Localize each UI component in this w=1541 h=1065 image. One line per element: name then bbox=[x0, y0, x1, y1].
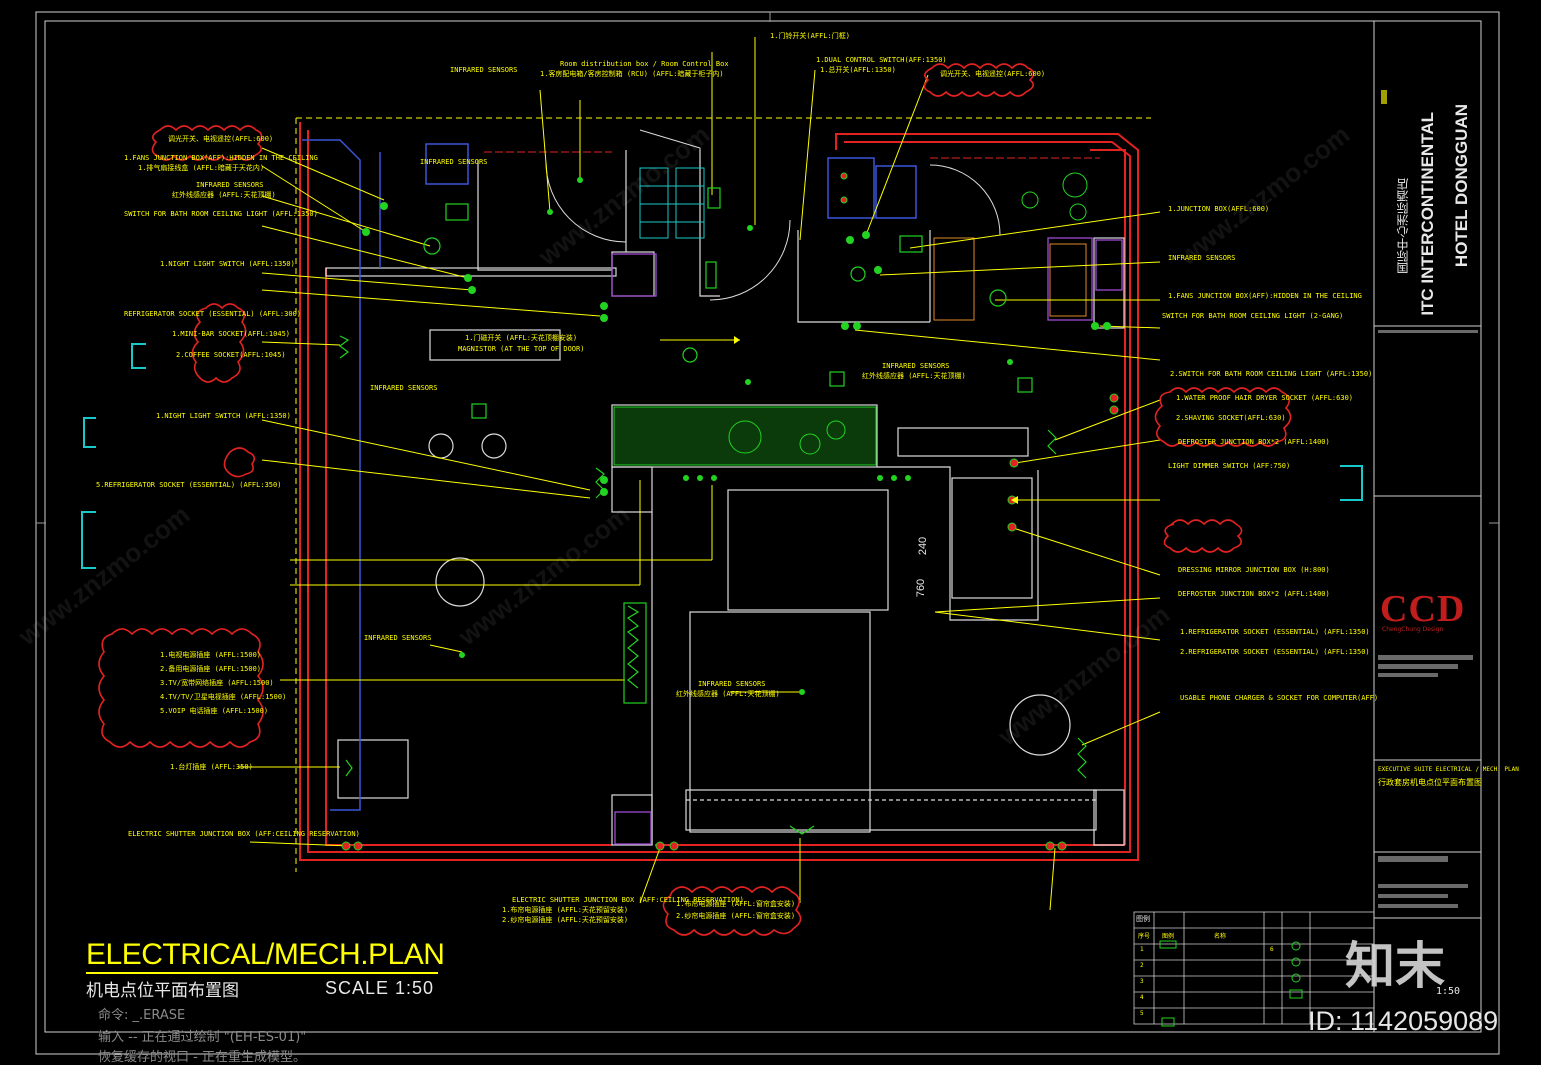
dimension-label: 240 bbox=[917, 536, 930, 556]
annotation: 调光开关、电视遥控(AFFL:600) bbox=[940, 70, 1046, 78]
sheet-name-cn: 行政套房机电点位平面布置图 bbox=[1378, 778, 1482, 787]
legend-row-number: 5 bbox=[1140, 1010, 1144, 1017]
annotation: 5.REFRIGERATOR SOCKET (ESSENTIAL) (AFFL:… bbox=[96, 481, 282, 489]
legend-row-number: 3 bbox=[1140, 978, 1144, 985]
legend-row-number: 2 bbox=[1140, 962, 1144, 969]
legend-header: 名称 bbox=[1214, 933, 1227, 940]
annotation: 1.门磁开关 (AFFL:天花顶棚安装) bbox=[465, 334, 578, 342]
annotation: INFRARED SENSORS bbox=[882, 362, 950, 370]
legend-row-number: 4 bbox=[1140, 994, 1144, 1001]
annotation: 3.TV/宽带网络插座 (AFFL:1500) bbox=[160, 679, 274, 687]
annotation: INFRARED SENSORS bbox=[364, 634, 432, 642]
annotation: 1.MINI-BAR SOCKET(AFFL:1045) bbox=[172, 330, 291, 338]
annotation: 1.台灯插座 (AFFL:350) bbox=[170, 763, 253, 771]
drawing-title-cn: 机电点位平面布置图 bbox=[86, 981, 239, 1001]
legend-header: 序号 bbox=[1138, 933, 1151, 940]
annotation: 1.布帘电源插座 (AFFL:窗帘盒安装) bbox=[676, 900, 796, 908]
annotation: 1.总开关(AFFL:1350) bbox=[820, 66, 896, 74]
annotation: INFRARED SENSORS bbox=[698, 680, 766, 688]
firm-logo: CCD bbox=[1380, 588, 1466, 630]
annotation: REFRIGERATOR SOCKET (ESSENTIAL) (AFFL:30… bbox=[124, 310, 302, 318]
project-name-en: HOTEL DONGGUAN bbox=[1452, 104, 1471, 268]
annotation: 1.布帘电源插座 (AFFL:天花预留安装) bbox=[502, 906, 629, 914]
sheet-name-en: EXECUTIVE SUITE ELECTRICAL / MECH. PLAN bbox=[1378, 766, 1519, 773]
annotation: DRESSING MIRROR JUNCTION BOX (H:800) bbox=[1178, 566, 1330, 574]
annotation: 1.WATER PROOF HAIR DRYER SOCKET (AFFL:63… bbox=[1176, 394, 1354, 402]
annotation: 红外线感应器 (AFFL:天花顶棚) bbox=[676, 690, 780, 698]
annotation: 1.客房配电箱/客房控制箱 (RCU) (AFFL:暗藏于柜子内) bbox=[540, 70, 724, 78]
annotation: 1.NIGHT LIGHT SWITCH (AFFL:1350) bbox=[160, 260, 295, 268]
annotation: 1.NIGHT LIGHT SWITCH (AFFL:1350) bbox=[156, 412, 291, 420]
annotation: 1.门铃开关(AFFL:门框) bbox=[770, 32, 850, 40]
annotation: LIGHT DIMMER SWITCH (AFF:750) bbox=[1168, 462, 1291, 470]
annotation: 1.排气扇接线盒 (AFFL:暗藏于天花内) bbox=[138, 164, 265, 172]
command-line: 恢复缓存的视口 - 正在重生成模型。 bbox=[98, 1050, 306, 1065]
annotation: Room distribution box / Room Control Box bbox=[560, 60, 729, 68]
drawing-scale: SCALE 1:50 bbox=[325, 978, 435, 998]
annotation: USABLE PHONE CHARGER & SOCKET FOR COMPUT… bbox=[1180, 694, 1379, 702]
firm-logo-sub: ChengChung Design bbox=[1382, 626, 1444, 633]
legend-title: 图例 bbox=[1136, 915, 1150, 923]
watermark-id: ID: 1142059089 bbox=[1308, 1006, 1499, 1036]
annotation: 5.VOIP 电话插座 (AFFL:1500) bbox=[160, 707, 269, 715]
annotation: 2.纱帘电源插座 (AFFL:窗帘盒安装) bbox=[676, 912, 796, 920]
annotation: 2.SWITCH FOR BATH ROOM CEILING LIGHT (AF… bbox=[1170, 370, 1373, 378]
annotation: 2.SHAVING SOCKET(AFFL:630) bbox=[1176, 414, 1286, 422]
annotation: 1.电视电源插座 (AFFL:1500) bbox=[160, 651, 262, 659]
annotation: 红外线感应器 (AFFL:天花顶棚) bbox=[862, 372, 966, 380]
annotation: 2.备用电源插座 (AFFL:1500) bbox=[160, 665, 262, 673]
legend-header: 图例 bbox=[1162, 933, 1175, 940]
annotation: 1.FANS JUNCTION BOX(AFF):HIDDEN IN THE C… bbox=[1168, 292, 1362, 300]
annotation: 红外线感应器 (AFFL:天花顶棚) bbox=[172, 191, 276, 199]
annotation: 4.TV/TV/卫星电视插座 (AFFL:1500) bbox=[160, 693, 287, 701]
annotation: ELECTRIC SHUTTER JUNCTION BOX (AFF:CEILI… bbox=[128, 830, 360, 838]
annotation: INFRARED SENSORS bbox=[420, 158, 488, 166]
annotation: INFRARED SENSORS bbox=[370, 384, 438, 392]
annotation: 调光开关、电视遥控(AFFL:600) bbox=[168, 135, 274, 143]
annotation: 2.REFRIGERATOR SOCKET (ESSENTIAL) (AFFL:… bbox=[1180, 648, 1370, 656]
annotation: MAGNISTOR (AT THE TOP OF DOOR) bbox=[458, 345, 585, 353]
project-name-en: ITC INTERCONTINENTAL bbox=[1418, 112, 1437, 316]
annotation: ELECTRIC SHUTTER JUNCTION BOX (AFF:CEILI… bbox=[512, 896, 744, 904]
watermark-logo: 知末 bbox=[1345, 937, 1445, 995]
drawing-title: ELECTRICAL/MECH.PLAN bbox=[86, 938, 445, 971]
annotation: INFRARED SENSORS bbox=[450, 66, 518, 74]
command-line: 命令: _.ERASE bbox=[98, 1008, 186, 1023]
legend-row-number: 1 bbox=[1140, 946, 1144, 953]
dimension-label: 760 bbox=[915, 578, 928, 598]
command-line: 输入 -- 正在通过绘制 "(EH-ES-01)" bbox=[98, 1030, 307, 1045]
annotation: DEFROSTER JUNCTION BOX*2 (AFFL:1400) bbox=[1178, 590, 1330, 598]
annotation: INFRARED SENSORS bbox=[196, 181, 264, 189]
project-name-cn: 国际中心洲际酒店 bbox=[1396, 178, 1410, 274]
annotation: 1.REFRIGERATOR SOCKET (ESSENTIAL) (AFFL:… bbox=[1180, 628, 1370, 636]
annotation: DEFROSTER JUNCTION BOX*2 (AFFL:1400) bbox=[1178, 438, 1330, 446]
annotation: SWITCH FOR BATH ROOM CEILING LIGHT (AFFL… bbox=[124, 210, 318, 218]
legend-row-number: 6 bbox=[1270, 946, 1274, 953]
sheet-scale: 1:50 bbox=[1436, 986, 1461, 997]
annotation: 2.纱帘电源插座 (AFFL:天花预留安装) bbox=[502, 916, 629, 924]
annotation: 1.FANS JUNCTION BOX(AFF):HIDDEN IN THE C… bbox=[124, 154, 318, 162]
annotation: SWITCH FOR BATH ROOM CEILING LIGHT (2-GA… bbox=[1162, 312, 1344, 320]
annotation: 1.DUAL CONTROL SWITCH(AFF:1350) bbox=[816, 56, 947, 64]
annotation: 1.JUNCTION BOX(AFFL:600) bbox=[1168, 205, 1270, 213]
annotation: INFRARED SENSORS bbox=[1168, 254, 1236, 262]
annotation: 2.COFFEE SOCKET(AFFL:1045) bbox=[176, 351, 286, 359]
